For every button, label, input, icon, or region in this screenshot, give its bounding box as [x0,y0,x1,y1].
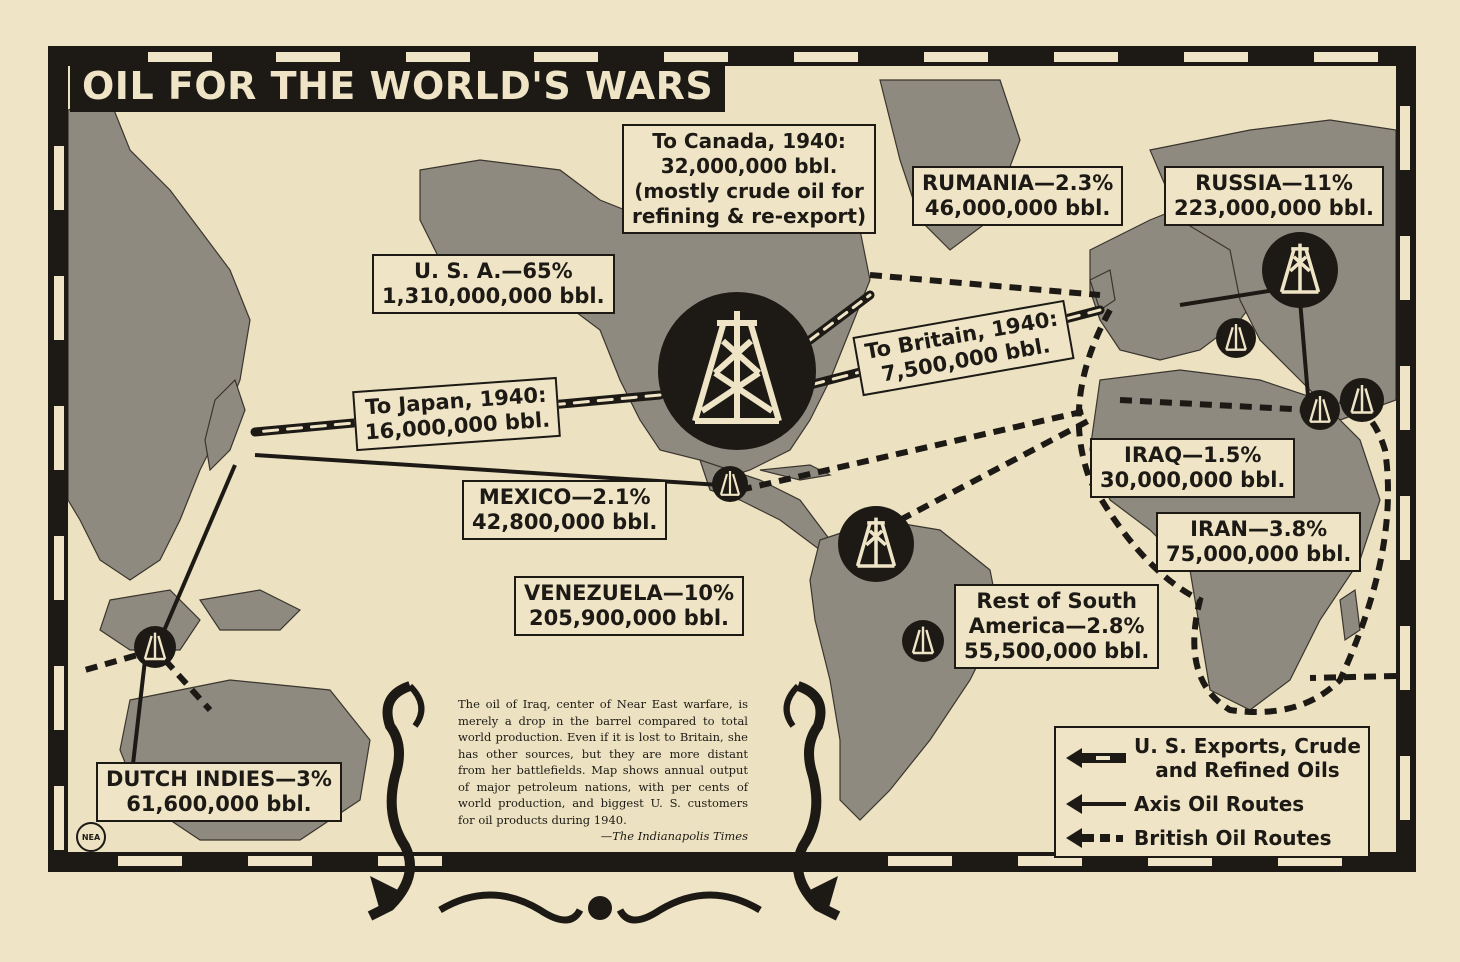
us-export-arrow-icon [1066,748,1126,768]
map-legend: U. S. Exports, Crude and Refined Oils Ax… [1054,726,1370,858]
label-iran: IRAN—3.8% 75,000,000 bbl. [1156,512,1362,572]
label-usa: U. S. A.—65% 1,310,000,000 bbl. [372,254,615,314]
dutch-indies-oil-rig-icon [134,626,176,668]
british-route-arrow-icon [1066,828,1123,848]
rumania-oil-rig-icon [1216,318,1256,358]
legend-item-us-exports: U. S. Exports, Crude and Refined Oils [1064,734,1361,782]
british-routes [84,272,1396,715]
label-mexico: MEXICO—2.1% 42,800,000 bbl. [462,480,668,540]
south-america-oil-rig-icon [902,620,944,662]
map-title: OIL FOR THE WORLD'S WARS [70,62,726,112]
iraq-oil-rig-icon [1300,390,1340,430]
nea-credit-logo: NEA [76,822,106,852]
label-venezuela: VENEZUELA—10% 205,900,000 bbl. [514,576,745,636]
label-canada: To Canada, 1940: 32,000,000 bbl. (mostly… [622,124,877,234]
usa-oil-rig-icon [658,292,816,450]
legend-item-british-routes: British Oil Routes [1064,826,1332,850]
scroll-ornament-right-icon [783,681,841,921]
mexico-oil-rig-icon [712,466,748,502]
scroll-ornament-left-icon [367,681,425,921]
label-iraq: IRAQ—1.5% 30,000,000 bbl. [1090,438,1296,498]
russia-oil-rig-icon [1262,232,1338,308]
iran-oil-rig-icon [1340,378,1384,422]
caption-text: The oil of Iraq, center of Near East war… [458,697,748,843]
legend-item-axis-routes: Axis Oil Routes [1064,792,1304,816]
label-dutch-indies: DUTCH INDIES—3% 61,600,000 bbl. [96,762,342,822]
label-rumania: RUMANIA—2.3% 46,000,000 bbl. [912,166,1124,226]
caption-source: —The Indianapolis Times [600,829,748,843]
axis-route-arrow-icon [1066,794,1126,814]
label-rest-of-south-america: Rest of South America—2.8% 55,500,000 bb… [954,584,1160,669]
venezuela-oil-rig-icon [838,506,914,582]
scroll-ornament-bottom-icon [438,891,762,924]
label-russia: RUSSIA—11% 223,000,000 bbl. [1164,166,1385,226]
